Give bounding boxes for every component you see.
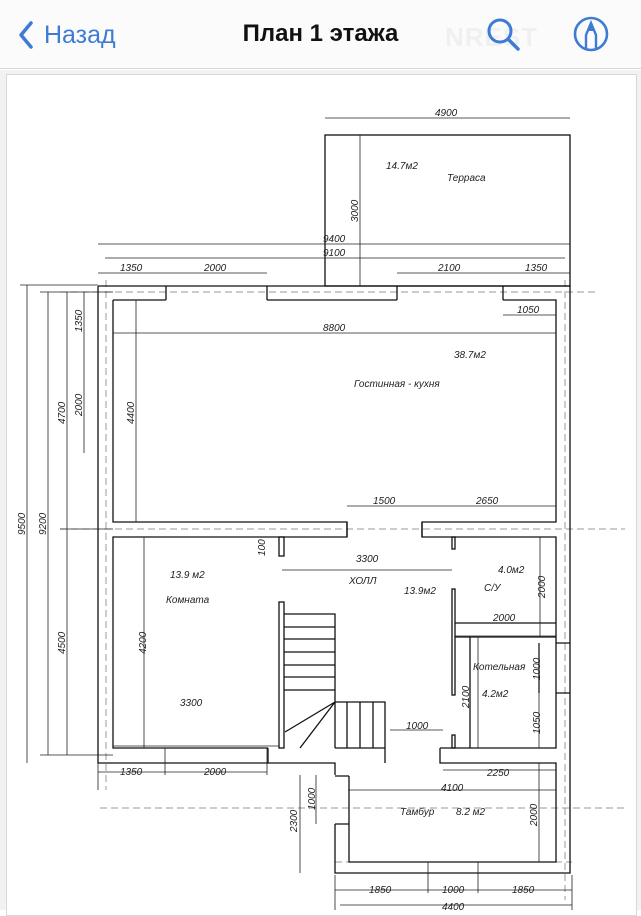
- chevron-left-icon: [19, 21, 33, 49]
- vestibule-name: Тамбур: [400, 806, 435, 818]
- dim-label: 1350: [74, 309, 85, 332]
- dim-label: 1000: [442, 885, 465, 896]
- terrace-area: 14.7м2: [386, 161, 418, 172]
- dim-label: 9500: [17, 512, 28, 535]
- axis-lines: [60, 280, 625, 900]
- dim-label: 2100: [461, 685, 472, 709]
- dim-label: 4900: [435, 108, 458, 119]
- dim-label: 4400: [442, 902, 465, 910]
- floor-plan-page: [6, 74, 637, 916]
- dim-label: 2650: [475, 496, 499, 507]
- dim-label: 1850: [369, 885, 392, 896]
- dim-label: 100: [257, 539, 268, 556]
- page-title: План 1 этажа: [242, 20, 399, 47]
- dim-label: 2300: [289, 809, 300, 833]
- back-label: Назад: [44, 20, 116, 49]
- dim-label: 2250: [486, 768, 510, 779]
- markup-button[interactable]: [571, 14, 611, 54]
- dim-label: 1000: [307, 787, 318, 810]
- dim-label: 2000: [203, 263, 227, 274]
- living-area: 38.7м2: [454, 350, 486, 361]
- dim-label: 8800: [323, 323, 346, 334]
- dim-label: 1050: [517, 305, 540, 316]
- markup-pen-icon: [573, 16, 609, 52]
- boiler-area: 4.2м2: [482, 689, 509, 700]
- dimension-lines: [20, 117, 573, 910]
- wc-area: 4.0м2: [498, 565, 525, 576]
- boiler-name: Котельная: [473, 662, 526, 673]
- dim-label: 3000: [350, 199, 361, 222]
- dim-label: 1000: [532, 657, 543, 680]
- hall-name: ХОЛЛ: [348, 576, 377, 587]
- dim-label: 1500: [373, 496, 396, 507]
- room-area: 13.9 м2: [170, 570, 205, 581]
- dim-label: 2000: [203, 767, 227, 778]
- dim-label: 2000: [492, 613, 516, 624]
- dim-label: 1350: [120, 767, 143, 778]
- hall-area: 13.9м2: [404, 586, 436, 597]
- dim-label: 3300: [180, 698, 203, 709]
- dim-label: 4200: [138, 631, 149, 654]
- dim-label: 1050: [532, 711, 543, 734]
- navigation-bar: Назад NREST План 1 этажа: [0, 0, 641, 69]
- dim-label: 4100: [441, 783, 464, 794]
- living-name: Гостинная - кухня: [354, 379, 440, 390]
- dim-label: 1350: [525, 263, 548, 274]
- room-name: Комната: [166, 595, 210, 606]
- search-button[interactable]: [484, 14, 524, 54]
- dimension-labels: 4900 3000 9400 9100 1350 2000 2100 1350 …: [17, 108, 548, 910]
- dim-label: 1850: [512, 885, 535, 896]
- dim-label: 3300: [356, 554, 379, 565]
- dim-label: 1350: [120, 263, 143, 274]
- dim-label: 2000: [529, 803, 540, 827]
- room-labels: 14.7м2 Терраса 38.7м2 Гостинная - кухня …: [166, 161, 526, 818]
- walls: [97, 134, 571, 874]
- dim-label: 4700: [57, 401, 68, 424]
- dim-label: 2000: [537, 575, 548, 599]
- dim-label: 9200: [38, 512, 49, 535]
- terrace-name: Терраса: [447, 173, 486, 184]
- dim-label: 2100: [437, 263, 461, 274]
- search-icon: [487, 18, 520, 51]
- dim-label: 9100: [323, 248, 346, 259]
- dim-label: 1000: [406, 721, 429, 732]
- vestibule-area: 8.2 м2: [456, 807, 486, 818]
- back-button[interactable]: Назад: [18, 18, 116, 52]
- dim-label: 2000: [74, 393, 85, 417]
- wc-name: С/У: [484, 583, 502, 594]
- dim-label: 4500: [57, 631, 68, 654]
- dim-label: 4400: [126, 401, 137, 424]
- dim-label: 9400: [323, 234, 346, 245]
